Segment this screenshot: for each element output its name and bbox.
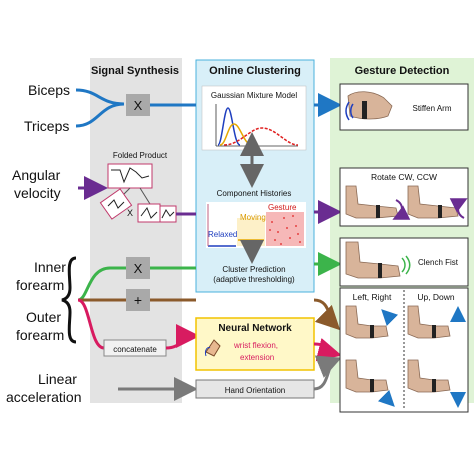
arm-rotate-ccw-icon (407, 185, 468, 219)
out-arrow-orientation (313, 355, 342, 391)
gesture-up-down-label: Up, Down (417, 292, 455, 302)
arm-up-icon (407, 305, 466, 339)
multiply-symbol-forearm: X (134, 261, 143, 276)
folded-plot-1-trace (111, 167, 150, 184)
gesture-label: Gesture (268, 203, 297, 212)
folded-plot-3-trace (140, 206, 158, 219)
input-triceps: Triceps (24, 118, 69, 134)
concatenate-label: concatenate (113, 345, 157, 354)
wrist-hand-icon (205, 339, 221, 357)
nn-output-2: extension (240, 353, 274, 362)
input-linear-1: Linear (38, 371, 77, 387)
gesture-detection-title: Gesture Detection (355, 65, 450, 77)
input-angular-2: velocity (14, 185, 61, 201)
moving-label: Moving (240, 213, 266, 222)
nn-output-1: wrist flexion, (233, 341, 278, 350)
arm-left-icon (345, 305, 399, 339)
gesture-stiffen-label: Stiffen Arm (413, 104, 452, 113)
gesture-clench-label: Clench Fist (418, 258, 459, 267)
arm-stiffen-icon (345, 91, 393, 121)
input-outer-2: forearm (16, 327, 64, 343)
cluster-prediction-2: (adaptive thresholding) (213, 275, 295, 284)
input-angular-1: Angular (12, 167, 61, 183)
input-linear-2: acceleration (6, 389, 82, 405)
out-arrow-lr (313, 298, 341, 331)
signal-synthesis-title: Signal Synthesis (91, 65, 179, 77)
add-symbol: + (134, 292, 142, 308)
online-clustering-title: Online Clustering (209, 65, 301, 77)
forearm-pink-line (77, 298, 105, 350)
gmm-curve-gesture (223, 127, 299, 146)
multiply-box-emg (126, 94, 150, 116)
cluster-prediction-1: Cluster Prediction (222, 265, 285, 274)
folded-plot-4-trace (161, 209, 175, 219)
arm-down-icon (407, 359, 466, 408)
input-inner-2: forearm (16, 277, 64, 293)
folded-connector-2 (139, 187, 151, 205)
arm-right-icon (345, 359, 395, 407)
triceps-line (75, 102, 125, 128)
folded-plot-4 (159, 205, 177, 223)
gmm-curve-relaxed (217, 107, 241, 146)
gesture-rotate-label: Rotate CW, CCW (371, 172, 437, 182)
concatenate-arrow (165, 324, 200, 350)
history-moving-region (237, 218, 265, 246)
relaxed-label: Relaxed (208, 230, 237, 239)
multiply-symbol-emg: X (134, 98, 143, 113)
out-arrow-nn (313, 337, 342, 362)
forearm-brace (61, 256, 77, 344)
add-box-forearm (126, 289, 150, 311)
hand-orientation-label: Hand Orientation (225, 386, 285, 395)
input-biceps: Biceps (28, 82, 70, 98)
input-inner-1: Inner (34, 259, 66, 275)
arm-rotate-cw-icon (345, 185, 411, 220)
history-gesture-dots (269, 215, 301, 245)
input-outer-1: Outer (26, 309, 61, 325)
arm-clench-icon (345, 241, 411, 279)
history-gesture-region (266, 212, 304, 246)
folded-product-label: Folded Product (113, 151, 168, 160)
folded-plot-2-trace (107, 199, 125, 209)
folded-x-symbol: X (127, 208, 133, 218)
neural-network-title: Neural Network (218, 323, 292, 334)
multiply-box-forearm (126, 257, 150, 279)
component-histories-title: Component Histories (217, 189, 292, 198)
gesture-left-right-label: Left, Right (353, 292, 392, 302)
gmm-title: Gaussian Mixture Model (211, 91, 297, 100)
